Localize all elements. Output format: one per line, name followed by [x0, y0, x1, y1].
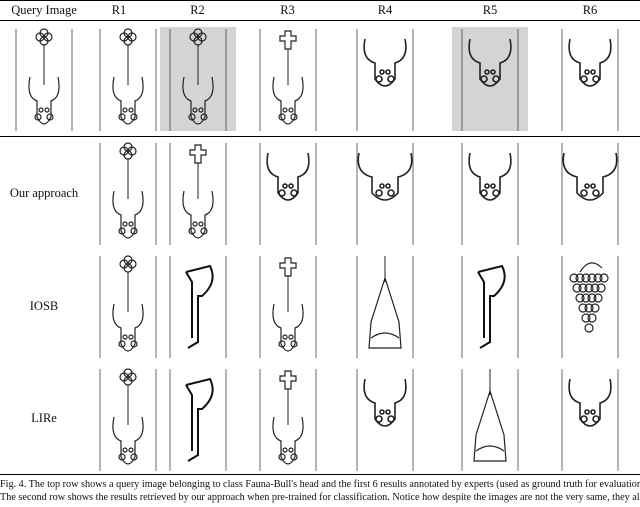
- bull-clover-gray-image: [159, 26, 236, 131]
- result-cell: [150, 363, 245, 475]
- column-header-r6: R6: [540, 0, 640, 21]
- bull-head-gray-image: [452, 26, 528, 131]
- column-header-r4: R4: [330, 0, 440, 21]
- caption-line-1: Fig. 4. The top row shows a query image …: [0, 479, 640, 490]
- column-header-r1: R1: [88, 0, 150, 21]
- result-cell: [88, 249, 157, 363]
- result-row: [0, 20, 640, 137]
- column-header-r3: R3: [245, 0, 330, 21]
- bull-clover-image: [99, 367, 157, 471]
- result-cell: [245, 137, 330, 250]
- bull-cross-image: [169, 143, 226, 245]
- letter-p-image: [461, 256, 519, 358]
- result-cell: [330, 249, 440, 363]
- bull-head-image: [561, 28, 619, 131]
- bull-cross-image: [259, 368, 316, 471]
- result-cell: [440, 363, 540, 475]
- row-label: LIRe: [0, 363, 88, 475]
- bull-head-image: [461, 143, 519, 245]
- result-cell: [150, 249, 245, 363]
- result-row: Our approach: [0, 137, 640, 250]
- bull-head-image: [561, 368, 619, 471]
- result-cell: [245, 20, 330, 137]
- result-cell: [540, 249, 640, 363]
- result-cell: [540, 20, 640, 137]
- result-cell: [245, 249, 330, 363]
- letter-p-image: [169, 368, 226, 471]
- figure-caption: Fig. 4. The top row shows a query image …: [0, 479, 640, 504]
- column-header-r5: R5: [440, 0, 540, 21]
- result-cell: [330, 20, 440, 137]
- tower-image: [356, 256, 414, 358]
- bull-cross-image: [259, 256, 316, 358]
- tower-image: [461, 368, 519, 471]
- result-cell: [540, 137, 640, 250]
- bull-clover-image: [99, 27, 157, 131]
- result-cell: [88, 137, 157, 250]
- letter-p-image: [169, 256, 226, 358]
- result-cell: [330, 137, 440, 250]
- result-row: IOSB: [0, 249, 640, 363]
- result-cell: [88, 363, 157, 475]
- bull-clover-image: [15, 27, 73, 131]
- row-label: IOSB: [29, 298, 59, 313]
- bull-head-image: [259, 143, 316, 245]
- bull-cross-image: [259, 28, 316, 131]
- result-cell: [440, 20, 540, 137]
- result-cell: [0, 20, 88, 137]
- result-row: LIRe: [0, 363, 640, 475]
- caption-line-2: The second row shows the results retriev…: [0, 491, 640, 503]
- bull-head-wide-image: [561, 143, 619, 245]
- result-cell: [245, 363, 330, 475]
- result-cell: [150, 20, 245, 137]
- bull-clover-image: [99, 255, 157, 358]
- bull-head-image: [356, 368, 414, 471]
- bull-head-wide-image: [356, 143, 414, 245]
- bull-head-image: [356, 28, 414, 131]
- result-cell: [540, 363, 640, 475]
- column-header-query: Query Image: [0, 0, 88, 21]
- grapes-image: [561, 256, 619, 358]
- result-cell: [150, 137, 245, 250]
- column-header-r2: R2: [150, 0, 245, 21]
- row-label: Our approach: [9, 185, 79, 200]
- result-cell: [440, 249, 540, 363]
- result-cell: [88, 20, 157, 137]
- bull-clover-image: [99, 142, 157, 245]
- result-cell: [330, 363, 440, 475]
- result-cell: [440, 137, 540, 250]
